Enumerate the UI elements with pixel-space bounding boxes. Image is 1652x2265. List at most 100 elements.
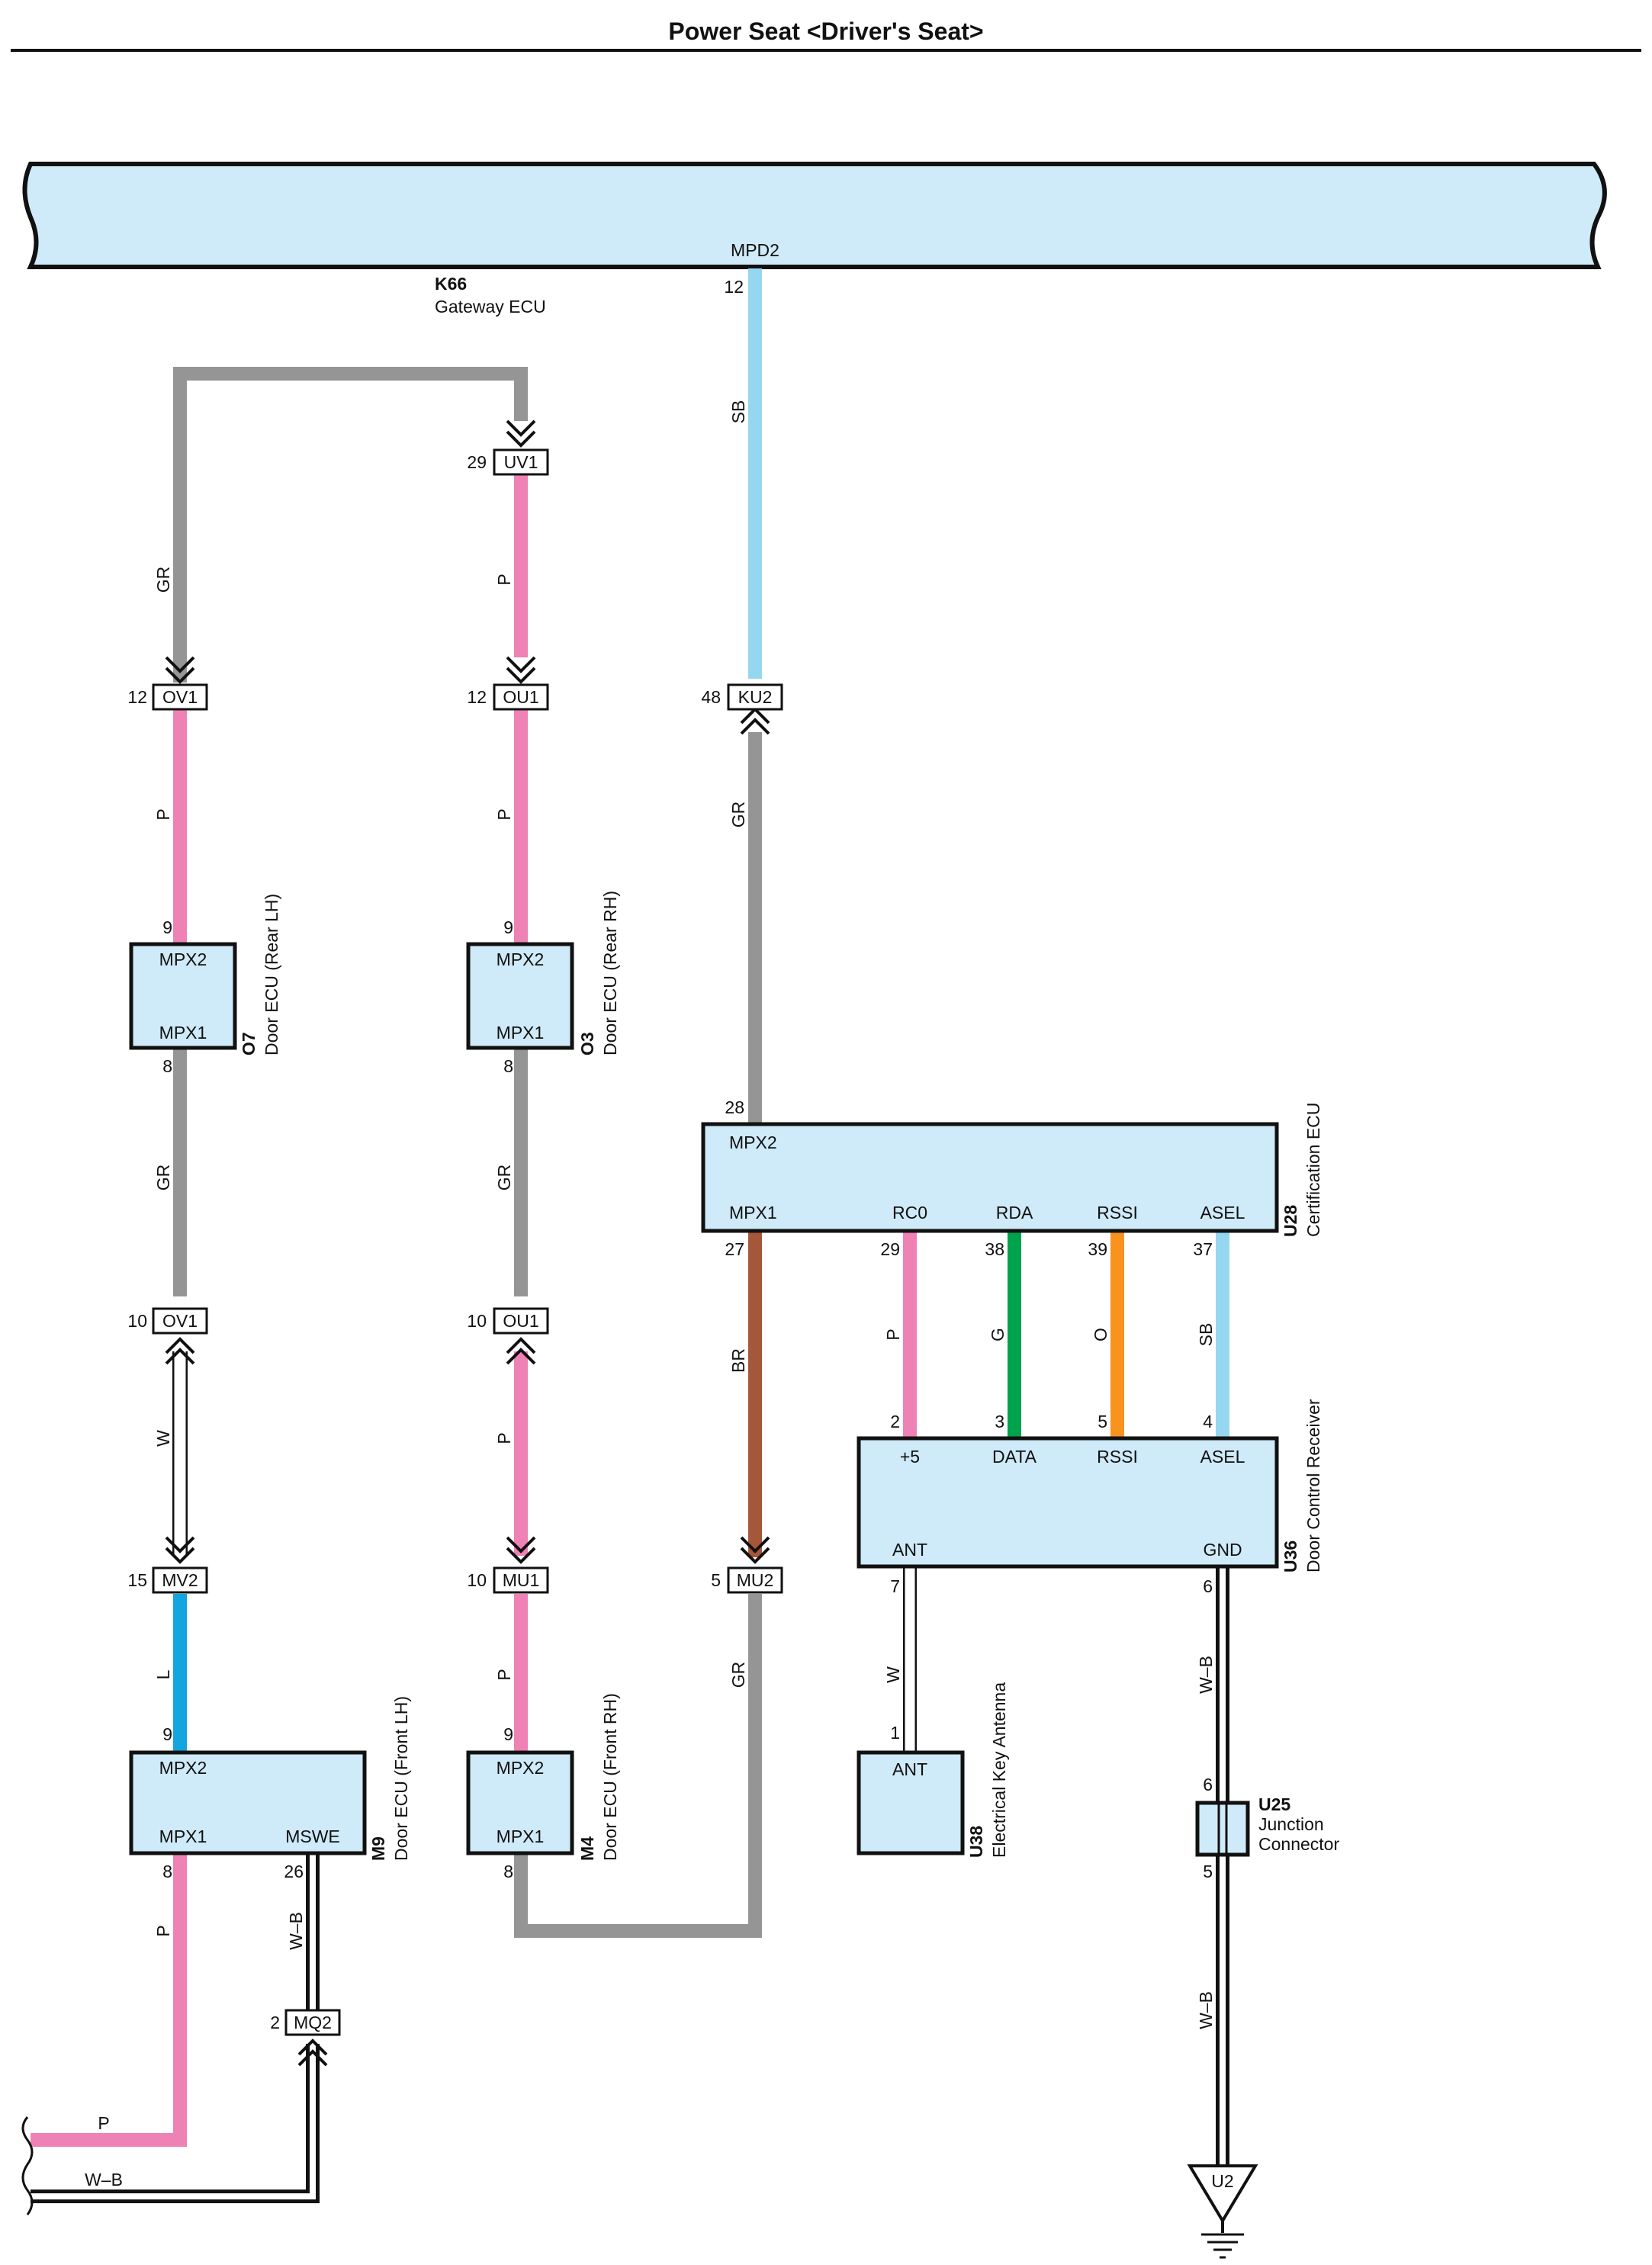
wire-color-label: P (153, 808, 173, 820)
m9-name: Door ECU (Front LH) (391, 1696, 411, 1861)
m9-pin-no-26: 26 (284, 1862, 304, 1881)
connector-ov1-lower (152, 1307, 208, 1335)
wire-gr-mu2-m4 (514, 1594, 762, 1938)
u38-name: Electrical Key Antenna (989, 1682, 1009, 1858)
wire-color-label: SB (1196, 1323, 1216, 1347)
wire-color-label: W–B (1196, 1656, 1216, 1694)
door-ecu-front-rh-box (466, 1750, 574, 1855)
ground-point-triangle (1187, 2164, 1258, 2224)
k66-pin-no: 12 (724, 277, 744, 297)
wire-wb-exit-outline (31, 2044, 320, 2203)
chevron-down-icon (165, 656, 195, 684)
o7-pin-no-9: 9 (162, 917, 172, 937)
u2-code: U2 (1211, 2171, 1233, 2191)
wire-p-m9-exit (31, 1853, 187, 2147)
chevron-down-icon (506, 656, 536, 684)
wire-color-label: GR (153, 1165, 173, 1191)
u25-pin-no-6: 6 (1203, 1775, 1213, 1794)
u28-pin-mpx1: MPX1 (729, 1203, 777, 1222)
wires (31, 268, 1229, 2204)
u28-pin-rssi: RSSI (1097, 1203, 1138, 1222)
wire-color-label: P (98, 2113, 109, 2133)
m9-pin-mpx2: MPX2 (159, 1758, 207, 1778)
wire-color-label: P (153, 1925, 173, 1936)
wire-color-label: W (883, 1666, 903, 1683)
connector-mq2-id: MQ2 (294, 2013, 332, 2032)
u36-pin-no-6: 6 (1203, 1576, 1213, 1596)
u36-pin-no-2: 2 (890, 1412, 900, 1431)
k66-code: K66 (435, 274, 467, 294)
o7-pin-mpx2: MPX2 (159, 949, 207, 969)
u36-pin-data: DATA (992, 1447, 1037, 1467)
connector-ov1-lower-id: OV1 (162, 1311, 198, 1331)
connector-ou1-upper-pin: 12 (467, 687, 487, 707)
m4-pin-no-8: 8 (503, 1862, 513, 1881)
certification-ecu-box (701, 1122, 1279, 1233)
wire-color-label: GR (153, 567, 173, 593)
o3-pin-mpx2: MPX2 (497, 949, 545, 969)
chevron-down-icon (506, 419, 536, 448)
u28-name: Certification ECU (1303, 1103, 1323, 1237)
u25-name-line1: Junction (1258, 1814, 1324, 1834)
connector-mv2 (152, 1566, 208, 1594)
chevron-down-icon (506, 1536, 536, 1564)
chevron-down-icon (165, 1536, 195, 1564)
u36-code: U36 (1281, 1541, 1300, 1573)
u38-pin-ant: ANT (892, 1759, 927, 1779)
wire-color-label: SB (728, 400, 748, 424)
o7-code: O7 (239, 1032, 259, 1055)
u28-pin-no-38: 38 (985, 1239, 1004, 1259)
wire-color-label: W–B (286, 1912, 306, 1950)
wire-color-label: P (494, 1432, 514, 1444)
u28-pin-no-39: 39 (1088, 1239, 1107, 1259)
m9-pin-mswe: MSWE (285, 1826, 340, 1846)
m4-pin-mpx2: MPX2 (497, 1758, 545, 1778)
connector-ku2 (727, 683, 783, 711)
wire-color-label: W–B (1196, 1991, 1216, 2029)
junction-connector-box (1195, 1801, 1250, 1857)
m9-pin-no-9: 9 (162, 1724, 172, 1744)
o3-code: O3 (577, 1032, 597, 1055)
o3-pin-mpx1: MPX1 (497, 1023, 545, 1043)
m9-pin-no-8: 8 (162, 1862, 172, 1881)
wire-color-label: P (494, 1669, 514, 1680)
connector-mv2-id: MV2 (162, 1570, 198, 1590)
o3-pin-no-8: 8 (503, 1056, 513, 1076)
door-ecu-front-lh-box (129, 1750, 367, 1855)
connector-uv1-pin: 29 (467, 452, 487, 472)
u28-pin-no-28: 28 (725, 1097, 744, 1117)
connector-ou1-lower-pin: 10 (467, 1311, 487, 1331)
connector-ov1-upper-pin: 12 (127, 687, 147, 707)
u38-pin-no-1: 1 (890, 1723, 900, 1743)
u28-pin-no-37: 37 (1193, 1239, 1213, 1259)
u36-pin-no-5: 5 (1098, 1412, 1107, 1431)
u36-pin-gnd: GND (1203, 1540, 1242, 1560)
connector-ov1-upper (152, 683, 208, 711)
u28-code: U28 (1281, 1205, 1300, 1237)
wire-color-label: GR (494, 1165, 514, 1191)
chevron-up-icon (506, 1337, 536, 1365)
wire-color-label: P (494, 808, 514, 820)
connector-mu1 (493, 1566, 549, 1594)
u28-pin-no-27: 27 (725, 1239, 744, 1259)
diagram-title: Power Seat <Driver's Seat> (668, 18, 983, 45)
u28-pin-rc0: RC0 (892, 1203, 927, 1222)
u25-code: U25 (1258, 1794, 1290, 1814)
connector-ou1-upper-id: OU1 (503, 687, 538, 707)
connector-ou1-upper (493, 683, 549, 711)
m4-pin-mpx1: MPX1 (497, 1826, 545, 1846)
door-control-receiver-box (857, 1436, 1279, 1569)
labels: MPD2 12 K66 Gateway ECU MPX2 MPX1 9 8 O7… (85, 240, 1339, 2191)
connector-ov1-lower-pin: 10 (127, 1311, 147, 1331)
m9-code: M9 (368, 1836, 388, 1861)
wire-color-label: P (494, 573, 514, 585)
connector-ou1-lower-id: OU1 (503, 1311, 538, 1331)
connector-mu2 (727, 1566, 783, 1594)
u25-name-line2: Connector (1258, 1834, 1339, 1854)
wire-break-mark (21, 2116, 34, 2215)
connector-uv1-id: UV1 (504, 452, 538, 472)
connector-mq2 (284, 2009, 341, 2036)
door-ecu-rear-lh-box (129, 942, 237, 1050)
k66-pin-name: MPD2 (731, 240, 779, 260)
